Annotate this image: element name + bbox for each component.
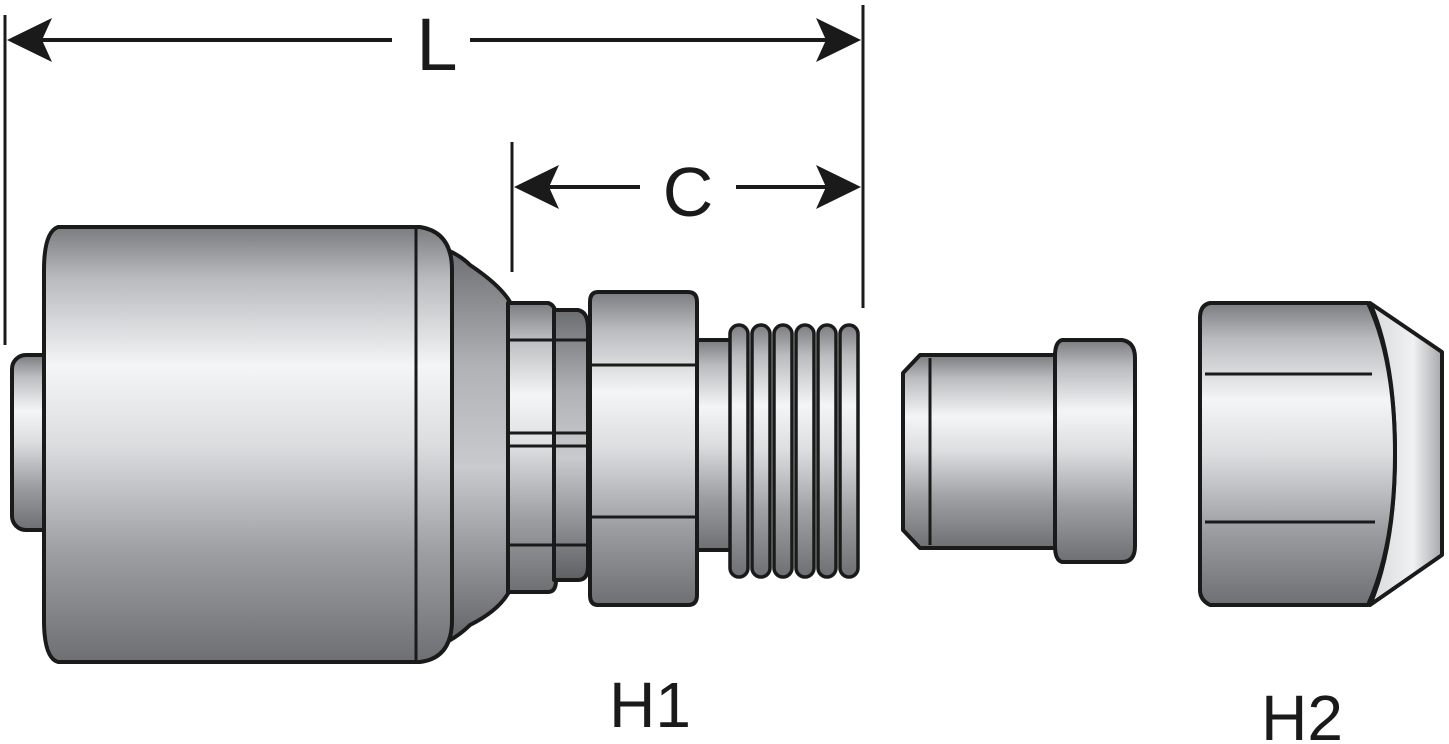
arrowhead-c-left: [514, 165, 559, 209]
hex-nut-h2: [1198, 301, 1444, 607]
arrowhead-c-right: [816, 165, 861, 209]
dimension-label-c: C: [663, 153, 714, 231]
dimension-c: C: [510, 142, 861, 272]
collar: [506, 301, 590, 594]
thread-ridge: [838, 323, 860, 579]
arrowhead-l-right: [816, 18, 861, 62]
part-label-h1: H1: [609, 669, 691, 741]
threaded-stem: [695, 323, 860, 579]
thread-ridge: [728, 323, 750, 579]
sleeve: [901, 338, 1137, 564]
arrowhead-l-left: [7, 18, 52, 62]
thread-ridge: [816, 323, 838, 579]
thread-ridge: [772, 323, 794, 579]
hex-nut-h1: [588, 290, 699, 607]
dimension-label-l: L: [416, 3, 457, 86]
crimp-ferrule: [42, 225, 512, 664]
thread-ridge: [750, 323, 772, 579]
dimension-l: L: [3, 3, 865, 345]
thread-ridge: [794, 323, 816, 579]
thread-ridges: [728, 323, 860, 579]
part-label-h2: H2: [1261, 682, 1343, 744]
